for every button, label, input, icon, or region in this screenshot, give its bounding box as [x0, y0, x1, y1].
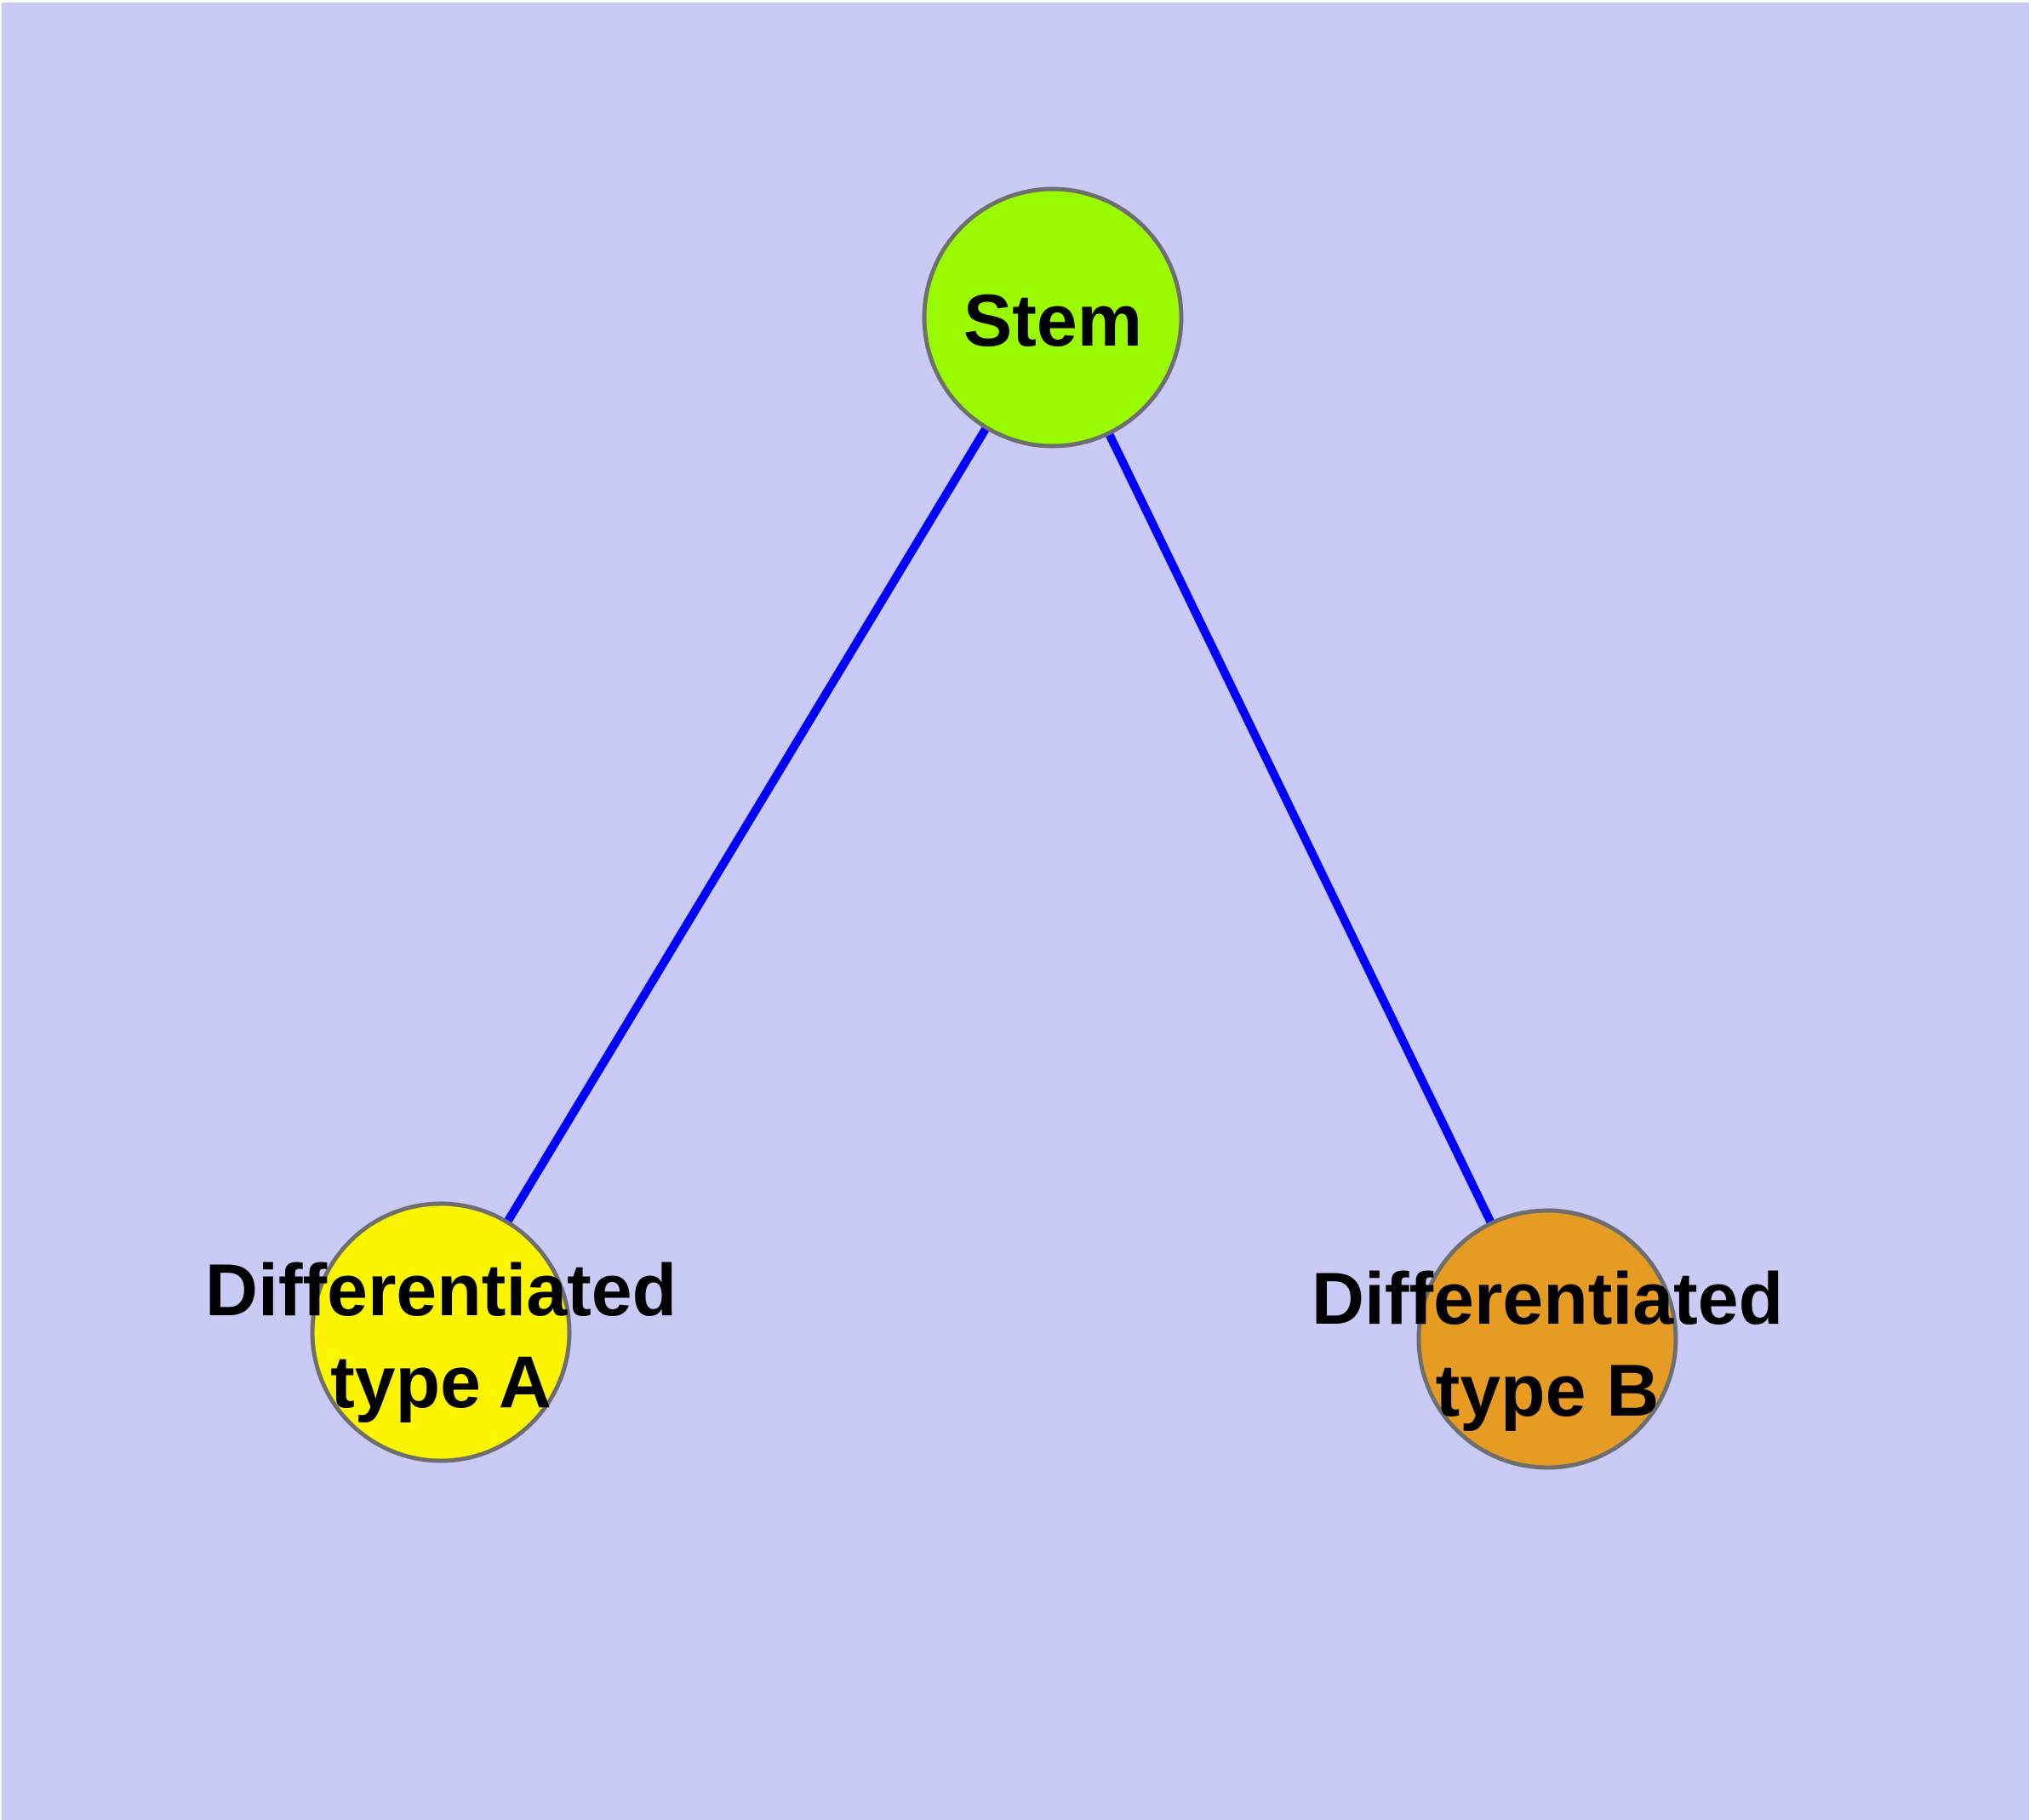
node-type-b-label-line-1: Differentiated	[1312, 1258, 1783, 1340]
node-differentiated-type-b	[1416, 1208, 1678, 1470]
node-type-a-label-line-2: type A	[330, 1342, 552, 1423]
node-type-b-label-line-2: type B	[1436, 1350, 1660, 1432]
node-type-a-label-line-1: Differentiated	[205, 1250, 677, 1331]
node-stem-label: Stem	[963, 280, 1142, 362]
node-stem	[922, 186, 1184, 449]
edge-stem-to-type-a	[437, 315, 1057, 1335]
node-differentiated-type-a	[310, 1201, 572, 1463]
edge-stem-to-type-b	[1049, 315, 1552, 1342]
